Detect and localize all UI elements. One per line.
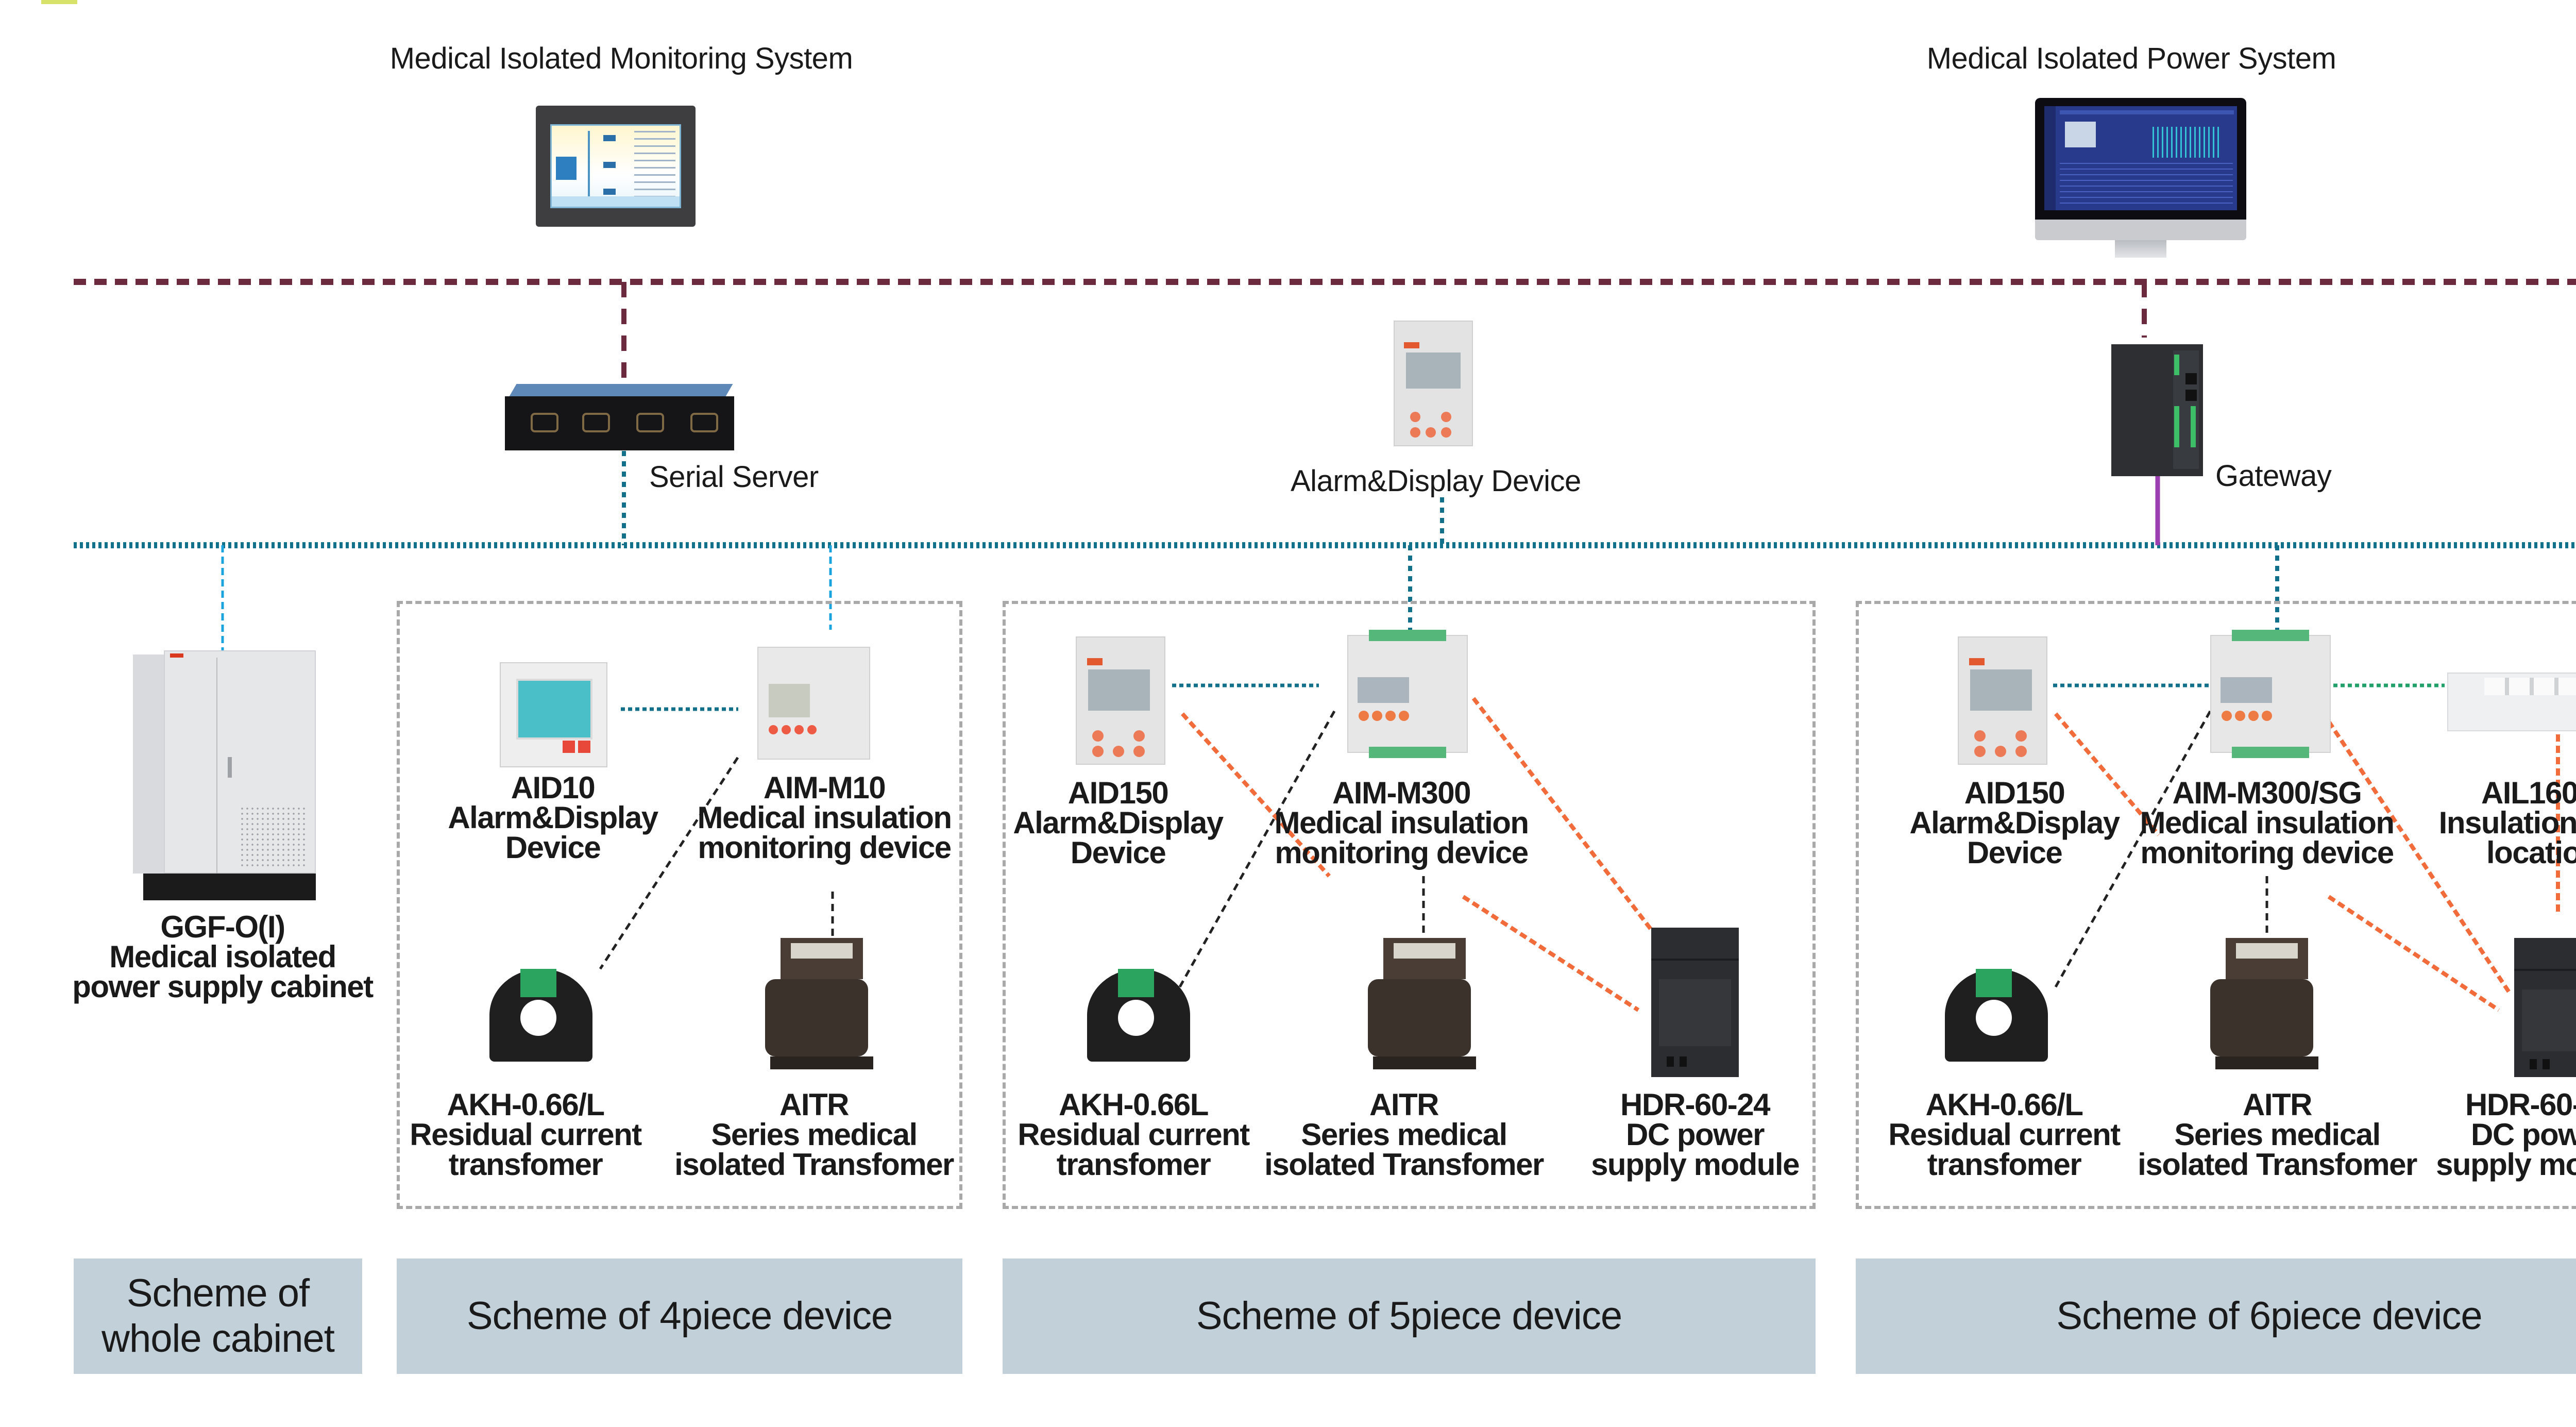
aim-m300sg-icon [2210,630,2331,758]
ail160-6-label: AIL160-6 Insulation fault location [2438,776,2576,870]
alarm-display-device-label: Alarm&Display Device [1291,464,1581,498]
aid150-label: AID150 Alarm&Display Device [1909,776,2120,870]
banner-5piece: Scheme of 5piece device [1003,1258,1816,1374]
serial-server-label: Serial Server [649,460,819,494]
aim-m300sg-label: AIM-M300/SG Medical insulation monitorin… [2140,776,2395,870]
akh-label: AKH-0.66L Residual current transfomer [1018,1087,1250,1182]
aitr-transformer-icon [2205,938,2321,1072]
link-aimm300sg-akh [2054,710,2212,988]
hdr-power-module-icon [1651,928,1739,1077]
aitr-label: AITR Series medical isolated Transfomer [2138,1087,2417,1182]
banner-whole-cabinet: Scheme of whole cabinet [74,1258,362,1374]
monitor-icon [2035,98,2246,258]
aid10-label: AID10 Alarm&Display Device [448,770,658,865]
aitr-label: AITR Series medical isolated Transfomer [1264,1087,1544,1182]
link-aimm300-hdr-a [1471,697,1664,945]
gateway-label: Gateway [2215,459,2332,493]
banner-4piece: Scheme of 4piece device [397,1258,962,1374]
link-aimm10-akh [599,757,739,970]
touch-panel-icon [536,106,696,227]
link-aimm300-hdr-b [1462,895,1640,1012]
serial-server-icon [505,384,734,451]
scheme-4-box [397,601,962,1209]
link-aid150-hdr [1181,712,1331,878]
ail160-6-icon [2447,673,2576,731]
aid150-label: AID150 Alarm&Display Device [1013,776,1224,870]
link-aimm300sg-hdr-b [2327,895,2500,1012]
akh-label: AKH-0.66/L Residual current transfomer [410,1087,642,1182]
gateway-icon [2111,344,2203,476]
aitr-label: AITR Series medical isolated Transfomer [674,1087,954,1182]
aim-m300-icon [1347,630,1468,758]
scheme-5-box [1003,601,1816,1209]
aid150-icon [1076,636,1165,765]
aitr-transformer-icon [1363,938,1479,1072]
alarm-display-device-icon [1394,321,1473,446]
monitoring-system-label: Medical Isolated Monitoring System [389,42,853,75]
corner-accent [41,0,77,4]
banner-6piece: Scheme of 6piece device [1856,1258,2576,1374]
aitr-transformer-icon [760,938,876,1072]
hdr-label: HDR-60-24 DC power supply module [2436,1087,2576,1182]
scheme-6-box [1856,601,2576,1209]
aid150-icon [1958,636,2047,765]
power-system-label: Medical Isolated Power System [1926,42,2336,75]
hdr-label: HDR-60-24 DC power supply module [1591,1087,1800,1182]
akh-label: AKH-0.66/L Residual current transfomer [1888,1087,2121,1182]
aim-m10-label: AIM-M10 Medical insulation monitoring de… [697,770,952,865]
cabinet-label: GGF-O(I) Medical isolated power supply c… [72,910,374,1004]
akh-current-transformer-icon [489,959,598,1067]
hdr-power-module-icon [2514,938,2576,1077]
cabinet-icon [133,650,316,900]
aim-m10-icon [757,647,870,760]
link-aid150-hdr-6 [2054,712,2161,836]
link-aimm300sg-hdr-a [2327,720,2511,994]
aid10-icon [500,662,607,767]
akh-current-transformer-icon [1945,959,2053,1067]
link-aimm300-akh [1178,710,1336,988]
aim-m300-label: AIM-M300 Medical insulation monitoring d… [1274,776,1529,870]
cabinet-model: GGF-O(I) [160,910,285,944]
akh-current-transformer-icon [1087,959,1195,1067]
